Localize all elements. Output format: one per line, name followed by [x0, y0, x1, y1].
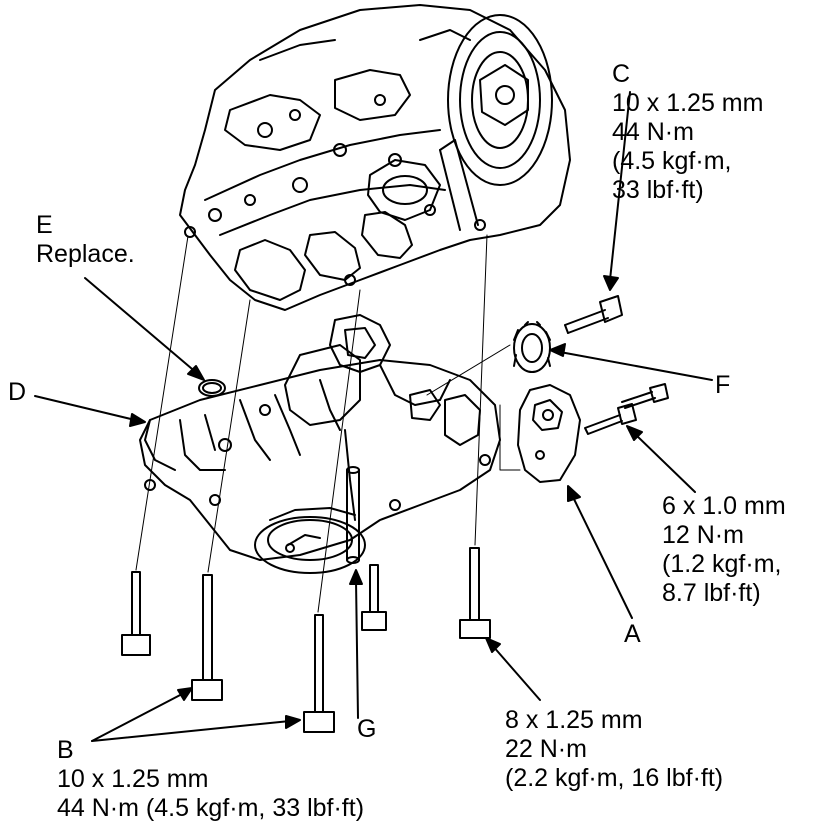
label-f-letter: F: [715, 371, 731, 399]
pipe-g: [346, 466, 360, 564]
leader-lines: [34, 91, 713, 742]
label-g-letter: G: [357, 715, 377, 743]
label-c: C 10 x 1.25 mm 44 N·m (4.5 kgf·m, 33 lbf…: [612, 60, 763, 205]
label-e: E Replace.: [36, 211, 135, 269]
label-mid-bolt-spec: 8 x 1.25 mm 22 N·m (2.2 kgf·m, 16 lbf·ft…: [505, 706, 723, 793]
mid-bolt-spec-line-2: 22 N·m: [505, 735, 587, 763]
bolt-c: [564, 295, 623, 334]
alignment-lines: [135, 234, 521, 613]
small-bolt-spec-line-4: 8.7 lbf·ft): [662, 579, 761, 607]
small-bolt-spec-line-2: 12 N·m: [662, 521, 744, 549]
label-b-line-1: 10 x 1.25 mm: [57, 765, 209, 793]
sprocket-f: [513, 321, 551, 373]
label-e-letter: E: [36, 211, 53, 239]
engine-block: [179, 4, 571, 311]
small-bolt-spec-line-1: 6 x 1.0 mm: [662, 492, 786, 520]
label-c-line-3: (4.5 kgf·m,: [612, 147, 732, 175]
label-c-line-2: 44 N·m: [612, 118, 694, 146]
label-c-line-4: 33 lbf·ft): [612, 176, 704, 204]
label-a: A: [624, 620, 641, 649]
label-a-letter: A: [624, 620, 641, 648]
label-f: F: [715, 371, 730, 400]
label-b-line-2: 44 N·m (4.5 kgf·m, 33 lbf·ft): [57, 794, 365, 822]
o-ring-e: [198, 379, 226, 397]
small-bolt-spec-line-3: (1.2 kgf·m,: [662, 550, 782, 578]
label-b-letter: B: [57, 736, 74, 764]
mid-bolt-spec-line-3: (2.2 kgf·m, 16 lbf·ft): [505, 764, 724, 792]
label-g: G: [357, 715, 376, 744]
mid-bolt-spec-line-1: 8 x 1.25 mm: [505, 706, 643, 734]
label-d-letter: D: [8, 378, 27, 406]
label-c-line-1: 10 x 1.25 mm: [612, 89, 764, 117]
label-e-note: Replace.: [36, 240, 135, 268]
label-small-bolt-spec: 6 x 1.0 mm 12 N·m (1.2 kgf·m, 8.7 lbf·ft…: [662, 492, 786, 608]
oil-pump-body: [139, 314, 501, 574]
label-b: B 10 x 1.25 mm 44 N·m (4.5 kgf·m, 33 lbf…: [57, 736, 364, 823]
small-bolts: [584, 383, 669, 435]
tensioner-a: [517, 384, 581, 483]
long-bolts: [121, 547, 491, 733]
label-d: D: [8, 378, 26, 407]
label-c-letter: C: [612, 60, 631, 88]
